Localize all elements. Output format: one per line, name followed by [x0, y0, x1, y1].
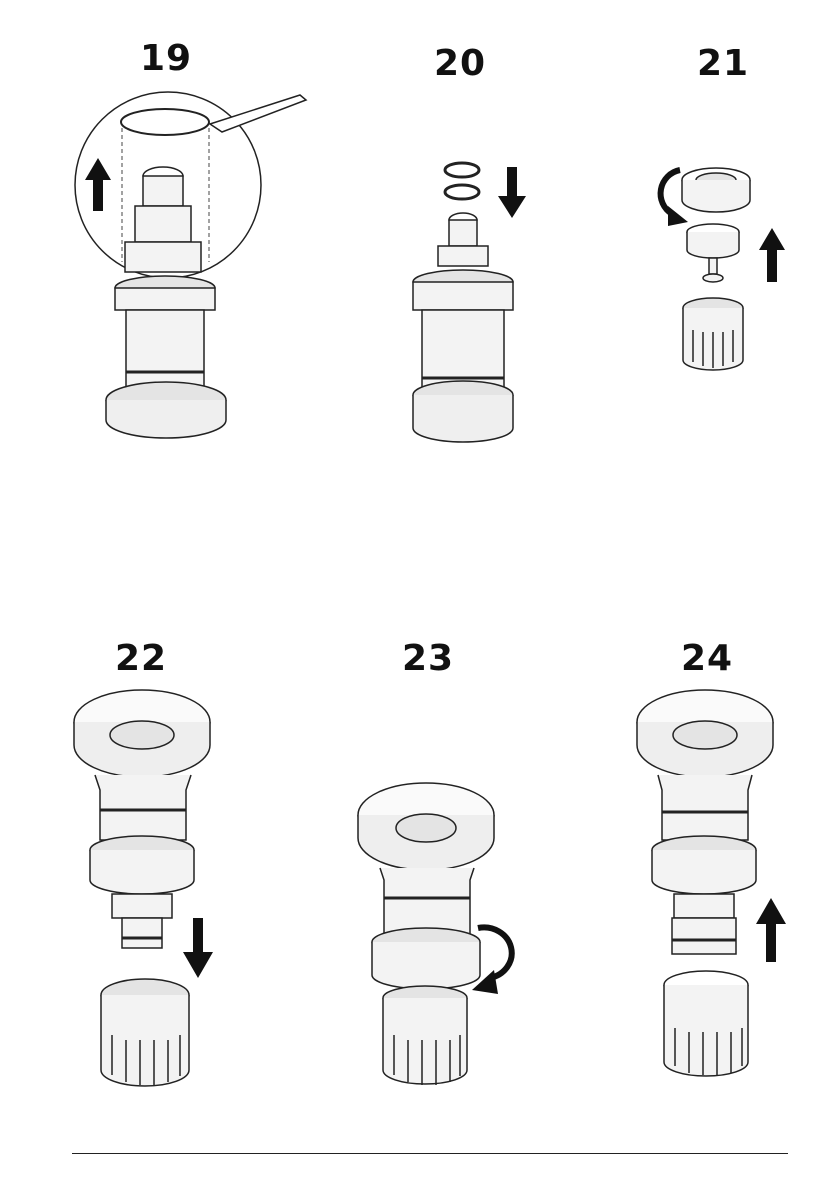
arrow-up-icon-24 [756, 898, 786, 962]
base-cap-24 [664, 971, 748, 1076]
footer-rule [72, 1153, 788, 1154]
cartridge-assembly-24 [637, 690, 773, 954]
